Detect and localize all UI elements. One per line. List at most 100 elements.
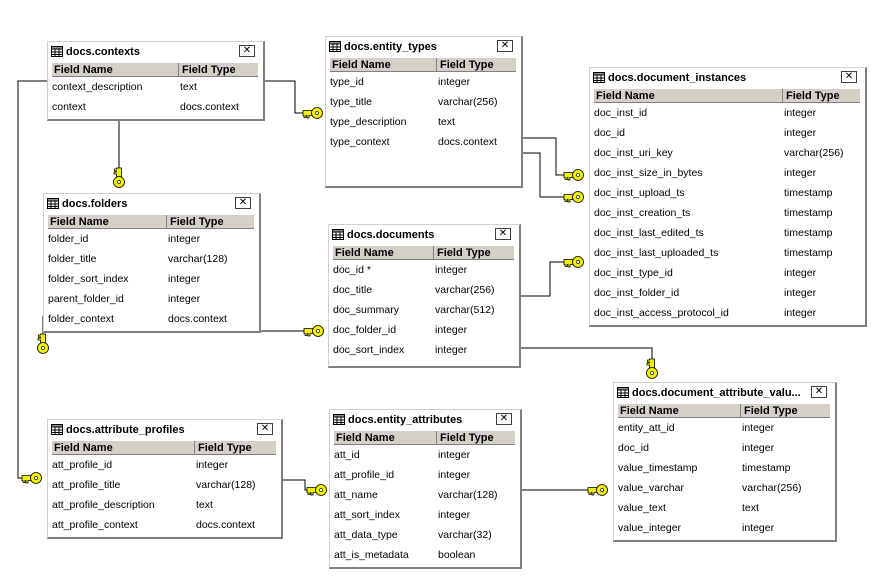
field-type-header: Field Type bbox=[170, 216, 224, 228]
table-body: docs.document_attribute_valu...✕ Field Na… bbox=[616, 385, 833, 538]
field-name[interactable]: context bbox=[52, 101, 86, 113]
close-button[interactable]: ✕ bbox=[239, 45, 255, 57]
key-icon bbox=[302, 107, 323, 119]
header-divider bbox=[166, 215, 167, 228]
field-name[interactable]: doc_id bbox=[618, 442, 649, 454]
close-button[interactable]: ✕ bbox=[496, 413, 512, 425]
field-name[interactable]: att_profile_id bbox=[334, 469, 395, 481]
table-titlebar[interactable]: docs.document_attribute_valu...✕ bbox=[616, 385, 833, 401]
table-document-attribute-values[interactable]: docs.document_attribute_valu...✕ Field Na… bbox=[613, 382, 837, 542]
field-name[interactable]: doc_inst_last_uploaded_ts bbox=[594, 247, 719, 259]
field-name-header: Field Name bbox=[596, 90, 655, 102]
field-type: varchar(128) bbox=[438, 489, 498, 501]
field-type: docs.context bbox=[438, 136, 497, 148]
field-type: integer bbox=[168, 293, 201, 305]
table-titlebar[interactable]: docs.attribute_profiles✕ bbox=[50, 422, 279, 438]
header-divider bbox=[178, 63, 179, 76]
field-name[interactable]: folder_context bbox=[48, 313, 114, 325]
table-name: docs.documents bbox=[347, 229, 435, 241]
table-name: docs.folders bbox=[62, 198, 128, 210]
field-name[interactable]: att_sort_index bbox=[334, 509, 400, 521]
relation-documents-document-instances bbox=[521, 261, 570, 297]
table-titlebar[interactable]: docs.contexts✕ bbox=[50, 44, 261, 60]
close-button[interactable]: ✕ bbox=[235, 197, 251, 209]
field-name[interactable]: att_profile_context bbox=[52, 519, 138, 531]
field-name[interactable]: value_text bbox=[618, 502, 666, 514]
close-button[interactable]: ✕ bbox=[497, 40, 513, 52]
header-divider bbox=[436, 58, 437, 71]
field-name[interactable]: entity_att_id bbox=[618, 422, 675, 434]
field-name[interactable]: doc_summary bbox=[333, 304, 399, 316]
field-type: text bbox=[196, 499, 213, 511]
close-button[interactable]: ✕ bbox=[495, 228, 511, 240]
table-folders[interactable]: docs.folders ✕ Field Name Field Type folder_… bbox=[43, 193, 261, 333]
field-name[interactable]: type_description bbox=[330, 116, 407, 128]
table-name: docs.entity_attributes bbox=[348, 414, 463, 426]
field-name[interactable]: doc_inst_uri_key bbox=[594, 147, 673, 159]
field-name[interactable]: value_integer bbox=[618, 522, 682, 534]
field-name[interactable]: doc_inst_type_id bbox=[594, 267, 673, 279]
field-name-header: Field Name bbox=[50, 216, 109, 228]
field-type: varchar(128) bbox=[196, 479, 256, 491]
relation-entity-types-document-instances bbox=[523, 137, 570, 176]
field-type: varchar(256) bbox=[438, 96, 498, 108]
field-name[interactable]: doc_id * bbox=[333, 264, 371, 276]
field-name[interactable]: folder_title bbox=[48, 253, 97, 265]
relation-contexts-entity-types bbox=[265, 80, 310, 114]
field-name[interactable]: value_timestamp bbox=[618, 462, 698, 474]
field-name[interactable]: doc_inst_id bbox=[594, 107, 648, 119]
field-type: integer bbox=[438, 76, 471, 88]
field-name[interactable]: context_description bbox=[52, 81, 143, 93]
field-name[interactable]: att_id bbox=[334, 449, 360, 461]
field-name[interactable]: doc_id bbox=[594, 127, 625, 139]
field-name[interactable]: att_is_metadata bbox=[334, 549, 409, 561]
field-name[interactable]: folder_id bbox=[48, 233, 89, 245]
field-name[interactable]: doc_sort_index bbox=[333, 344, 405, 356]
header-divider bbox=[436, 431, 437, 444]
field-type: integer bbox=[435, 264, 468, 276]
field-name[interactable]: doc_inst_upload_ts bbox=[594, 187, 685, 199]
field-name[interactable]: doc_inst_creation_ts bbox=[594, 207, 691, 219]
table-titlebar[interactable]: docs.documents ✕ bbox=[331, 227, 517, 243]
field-name[interactable]: att_profile_title bbox=[52, 479, 121, 491]
table-titlebar[interactable]: docs.document_instances✕ bbox=[592, 70, 863, 86]
field-name[interactable]: att_name bbox=[334, 489, 378, 501]
table-titlebar[interactable]: docs.entity_attributes ✕ bbox=[332, 412, 518, 428]
field-name[interactable]: doc_inst_last_edited_ts bbox=[594, 227, 704, 239]
relation-attribute-profiles-entity-attributes bbox=[283, 479, 313, 491]
field-type-header: Field Type bbox=[437, 247, 491, 259]
close-button[interactable]: ✕ bbox=[811, 386, 827, 398]
field-name[interactable]: doc_title bbox=[333, 284, 373, 296]
field-name[interactable]: att_data_type bbox=[334, 529, 398, 541]
field-name-header: Field Name bbox=[336, 432, 395, 444]
field-name[interactable]: value_varchar bbox=[618, 482, 684, 494]
key-icon bbox=[37, 333, 49, 354]
field-name[interactable]: type_title bbox=[330, 96, 373, 108]
field-name[interactable]: doc_inst_folder_id bbox=[594, 287, 680, 299]
table-icon bbox=[51, 424, 63, 435]
close-button[interactable]: ✕ bbox=[841, 71, 857, 83]
field-name[interactable]: type_context bbox=[330, 136, 390, 148]
field-type: integer bbox=[784, 287, 817, 299]
table-titlebar[interactable]: docs.entity_types✕ bbox=[328, 39, 519, 55]
table-titlebar[interactable]: docs.folders ✕ bbox=[46, 196, 257, 212]
field-name[interactable]: att_profile_id bbox=[52, 459, 113, 471]
field-type: docs.context bbox=[180, 101, 239, 113]
field-name[interactable]: folder_sort_index bbox=[48, 273, 129, 285]
field-type: varchar(256) bbox=[742, 482, 802, 494]
field-name[interactable]: type_id bbox=[330, 76, 364, 88]
field-name[interactable]: parent_folder_id bbox=[48, 293, 124, 305]
field-name[interactable]: att_profile_description bbox=[52, 499, 155, 511]
field-name[interactable]: doc_inst_access_protocol_id bbox=[594, 307, 729, 319]
close-button[interactable]: ✕ bbox=[257, 423, 273, 435]
field-name[interactable]: doc_folder_id bbox=[333, 324, 397, 336]
field-name[interactable]: doc_inst_size_in_bytes bbox=[594, 167, 703, 179]
